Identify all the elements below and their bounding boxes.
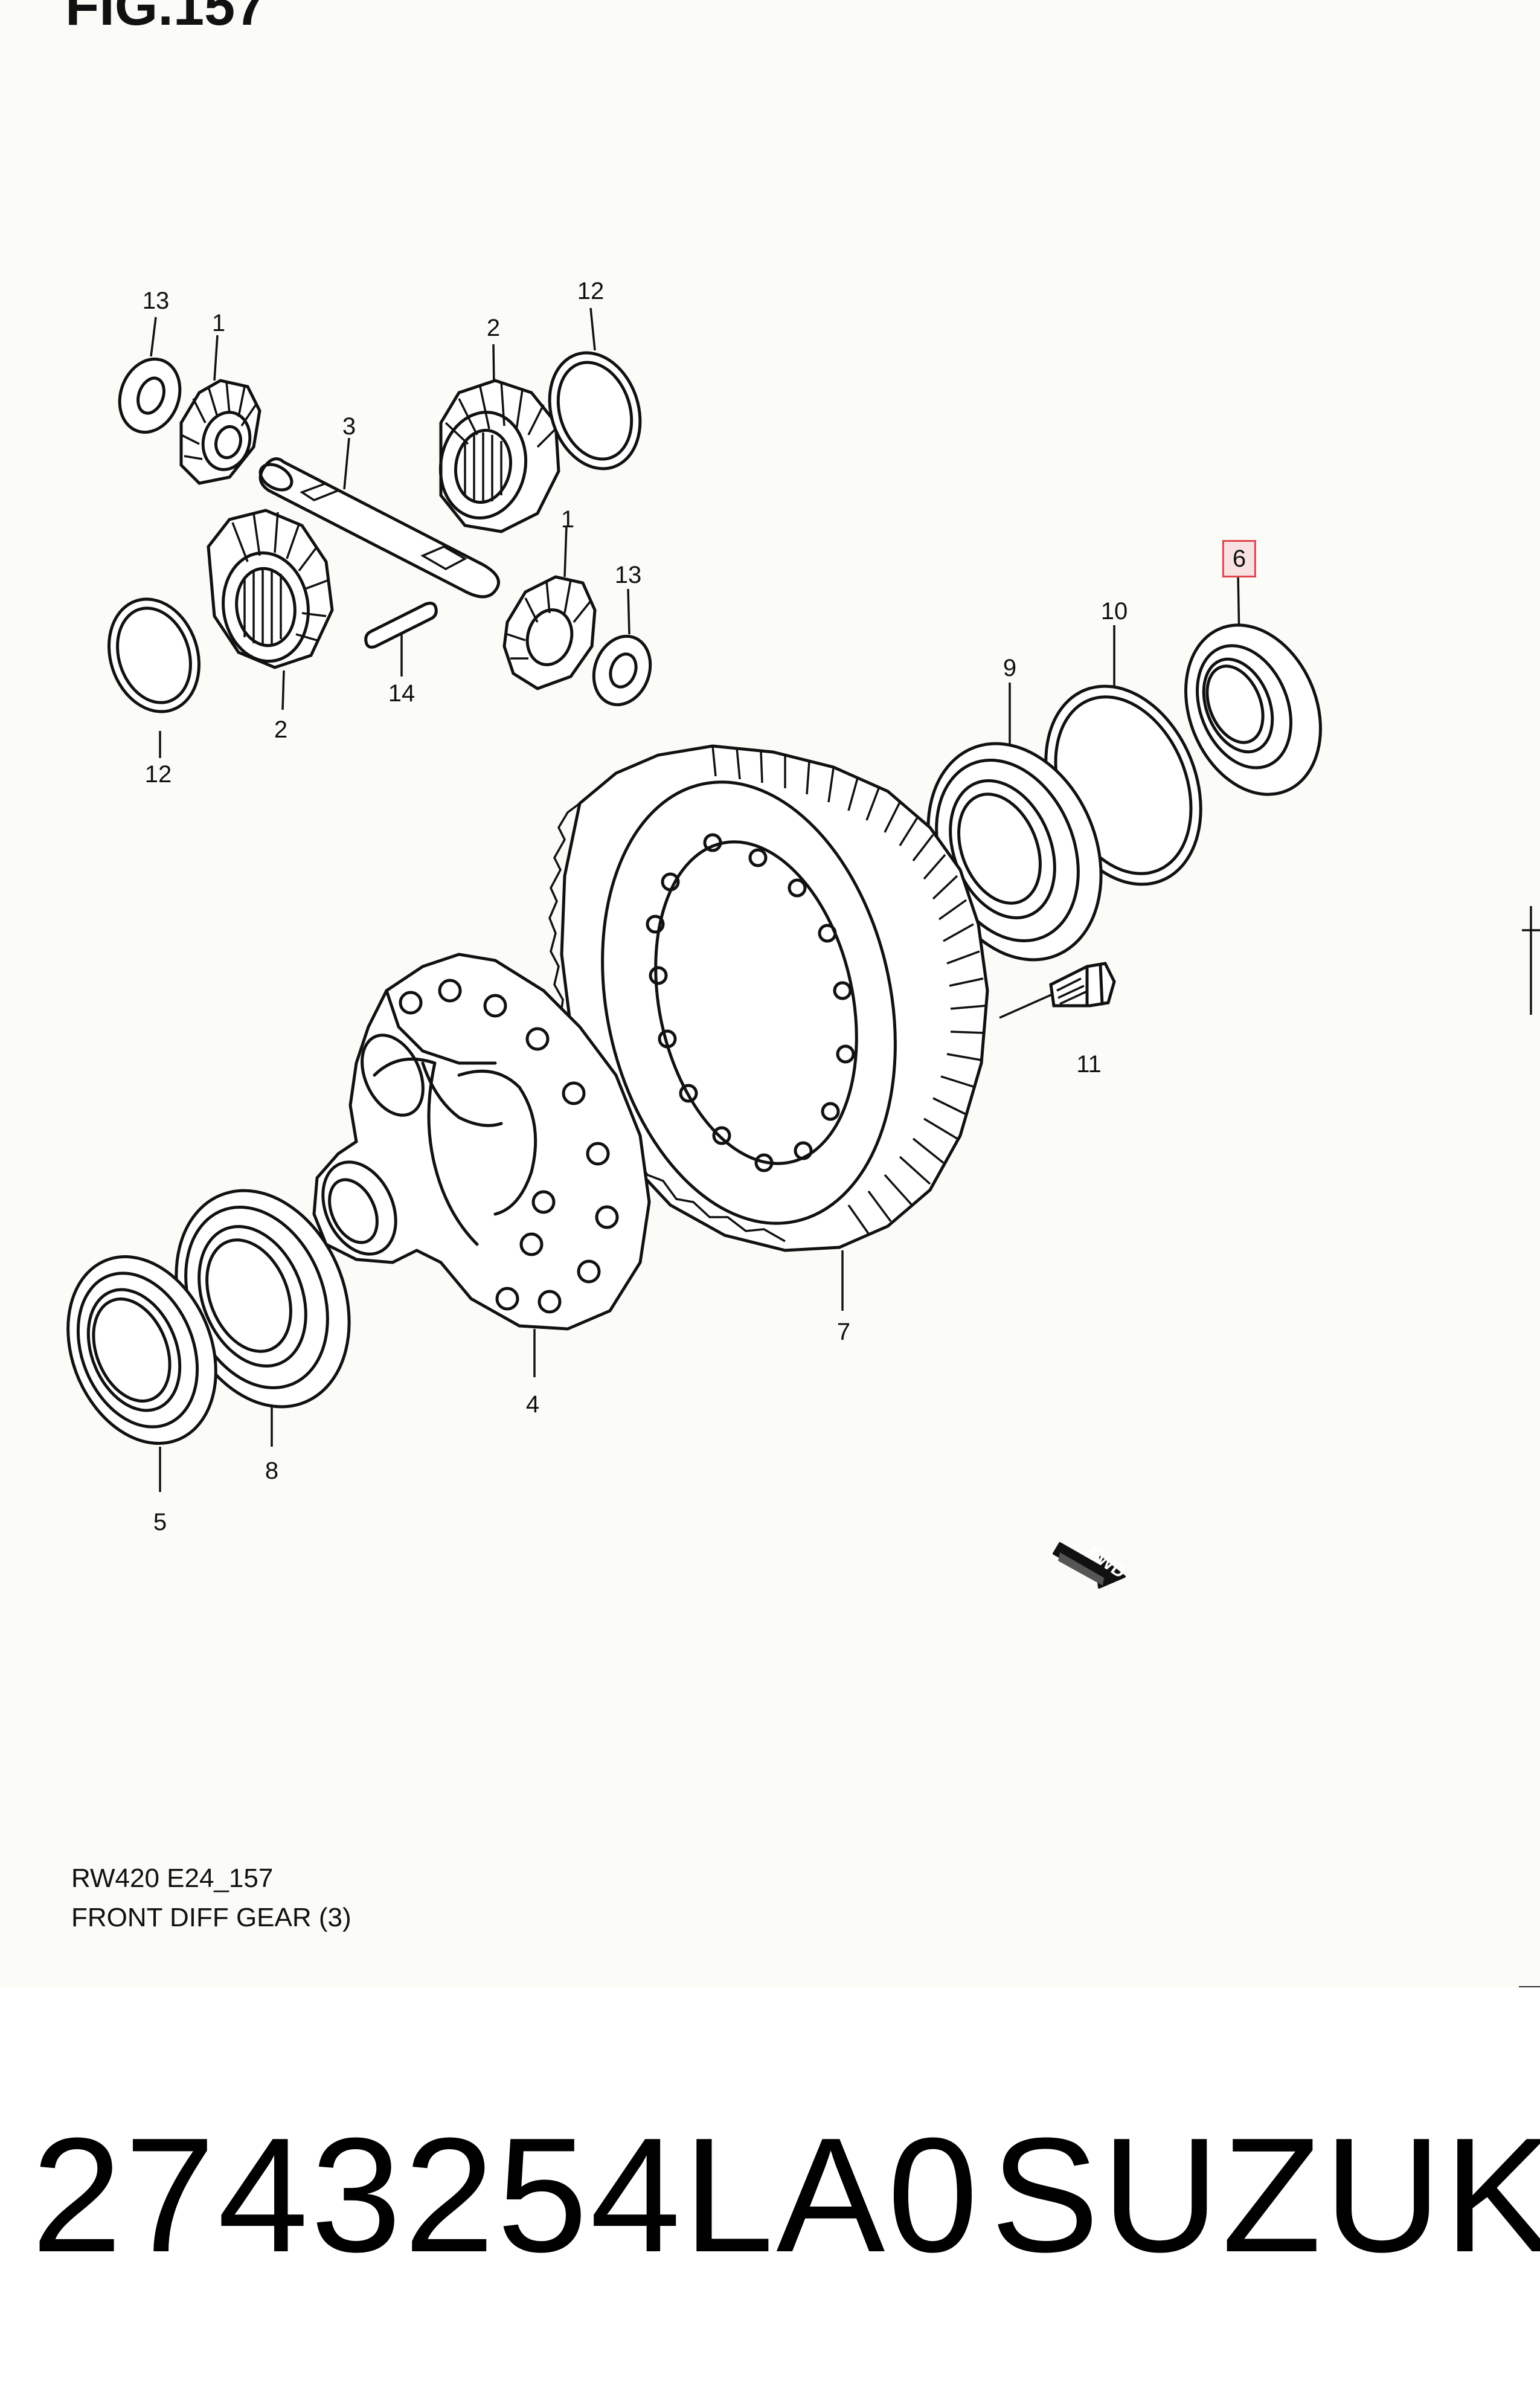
callout-10: 10 bbox=[1100, 598, 1128, 625]
callout-11: 11 bbox=[1076, 1051, 1102, 1078]
callout-14: 14 bbox=[388, 680, 415, 707]
callout-12-left: 12 bbox=[144, 761, 172, 788]
ring-gear-7 bbox=[548, 744, 989, 1252]
callout-2-top: 2 bbox=[486, 315, 501, 341]
callout-1-right: 1 bbox=[560, 506, 575, 533]
diagram-panel: FIG.157 bbox=[65, 0, 1540, 1987]
pinion-gear-1b bbox=[502, 575, 597, 690]
callout-5: 5 bbox=[153, 1509, 167, 1535]
pinion-shaft-3 bbox=[258, 457, 500, 599]
differential-case-4 bbox=[312, 953, 651, 1331]
ring-gear-bolt-11 bbox=[1049, 962, 1116, 1008]
fwd-arrow-icon bbox=[1053, 1542, 1126, 1589]
callout-12-top: 12 bbox=[577, 278, 605, 304]
thrust-washer-12b bbox=[107, 597, 201, 713]
side-gear-2b bbox=[207, 509, 334, 669]
callout-9: 9 bbox=[1003, 655, 1017, 681]
side-gear-2a bbox=[438, 379, 560, 533]
callout-4: 4 bbox=[525, 1391, 540, 1418]
footer-band bbox=[0, 1987, 1540, 2392]
caption-model-code: RW420 E24_157 bbox=[71, 1863, 274, 1893]
part-number: 2743254LA0 bbox=[31, 2104, 981, 2286]
figure-title: FIG.157 bbox=[65, 0, 266, 37]
callout-1-top: 1 bbox=[211, 310, 226, 336]
thrust-washer-13b bbox=[592, 634, 652, 707]
callout-2-left: 2 bbox=[274, 716, 288, 743]
thrust-washer-13a bbox=[118, 357, 182, 434]
brand-name: SUZUKI bbox=[990, 2104, 1540, 2286]
oil-seal-6 bbox=[1184, 623, 1322, 796]
callout-13-right: 13 bbox=[614, 562, 642, 588]
callout-3: 3 bbox=[342, 413, 356, 440]
thrust-washer-12a bbox=[548, 351, 642, 471]
exploded-parts-drawing bbox=[66, 307, 1540, 1987]
callout-6-highlighted[interactable]: 6 bbox=[1222, 540, 1257, 577]
callout-7: 7 bbox=[836, 1319, 851, 1345]
case-bolt-lugs bbox=[399, 979, 619, 1314]
callout-8: 8 bbox=[265, 1458, 279, 1484]
ring-gear-bolt-holes bbox=[646, 833, 855, 1172]
caption-section-name: FRONT DIFF GEAR (3) bbox=[71, 1903, 351, 1932]
oil-seal-5 bbox=[66, 1255, 217, 1445]
pinion-gear-1a bbox=[179, 379, 261, 485]
callout-13-top: 13 bbox=[142, 288, 170, 314]
roll-pin-14 bbox=[364, 602, 438, 649]
